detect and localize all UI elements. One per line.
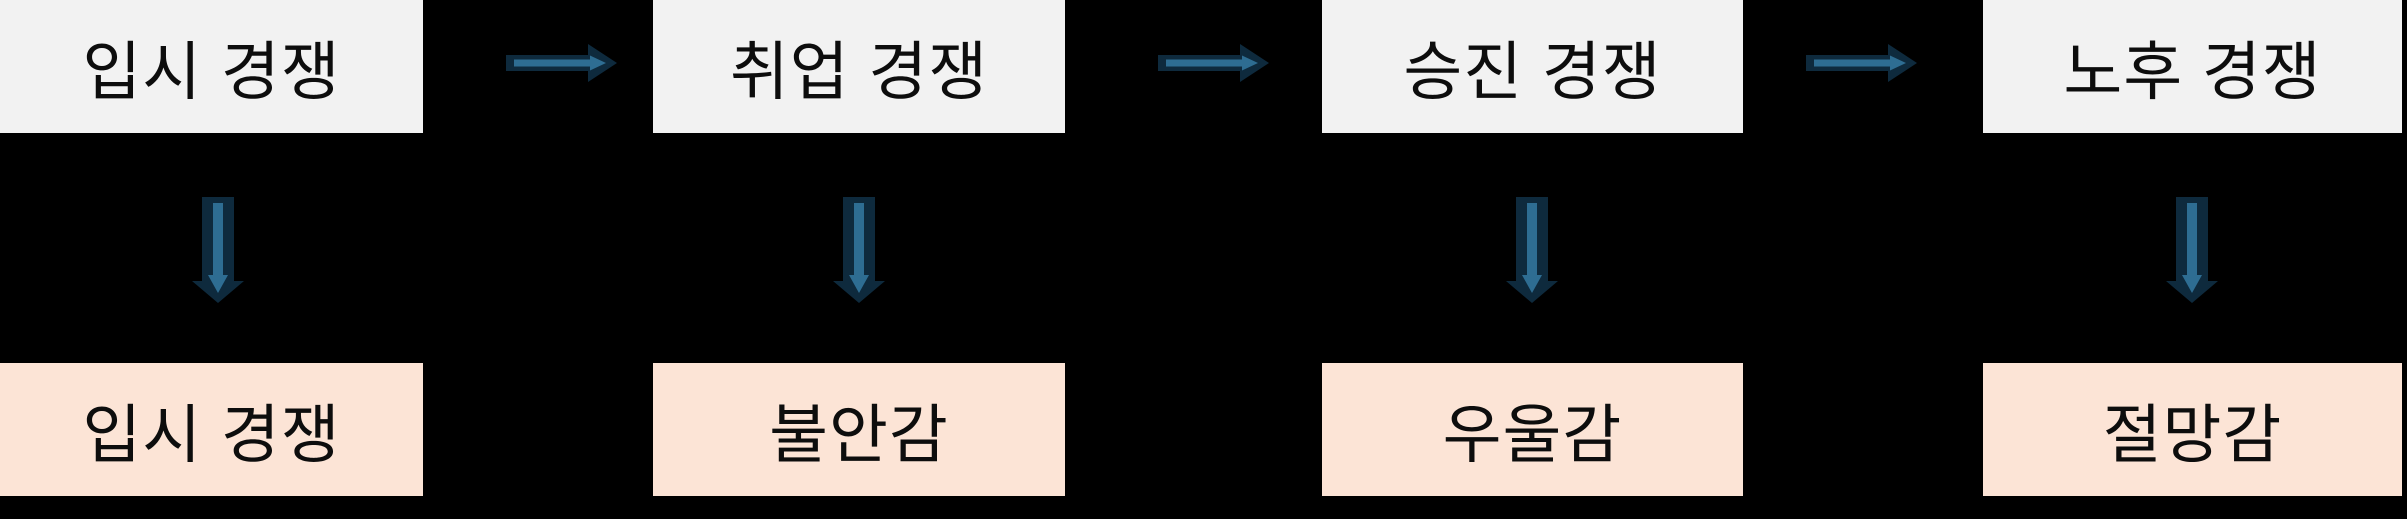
stage-box-employment: 취업 경쟁	[653, 0, 1065, 133]
result-label: 절망감	[2102, 398, 2283, 471]
result-label: 불안감	[769, 398, 949, 471]
down-arrow-icon	[1506, 197, 1558, 303]
stage-label: 승진 경쟁	[1403, 35, 1662, 108]
result-box-depression: 우울감	[1322, 363, 1743, 496]
down-arrow-icon	[833, 197, 885, 303]
stage-box-old-age: 노후 경쟁	[1983, 0, 2402, 133]
stage-box-promotion: 승진 경쟁	[1322, 0, 1743, 133]
result-label: 입시 경쟁	[82, 398, 341, 471]
stage-label: 취업 경쟁	[729, 35, 989, 108]
down-arrow-icon	[2166, 197, 2218, 303]
result-box-despair: 절망감	[1983, 363, 2402, 496]
stage-label: 노후 경쟁	[2063, 35, 2322, 108]
right-arrow-icon	[1158, 44, 1269, 82]
result-label: 우울감	[1442, 398, 1623, 471]
down-arrow-icon	[192, 197, 244, 303]
stage-label: 입시 경쟁	[82, 35, 341, 108]
result-box-anxiety: 불안감	[653, 363, 1065, 496]
result-box-entrance-exam: 입시 경쟁	[0, 363, 423, 496]
right-arrow-icon	[1806, 44, 1917, 82]
stage-box-entrance-exam: 입시 경쟁	[0, 0, 423, 133]
right-arrow-icon	[506, 44, 617, 82]
